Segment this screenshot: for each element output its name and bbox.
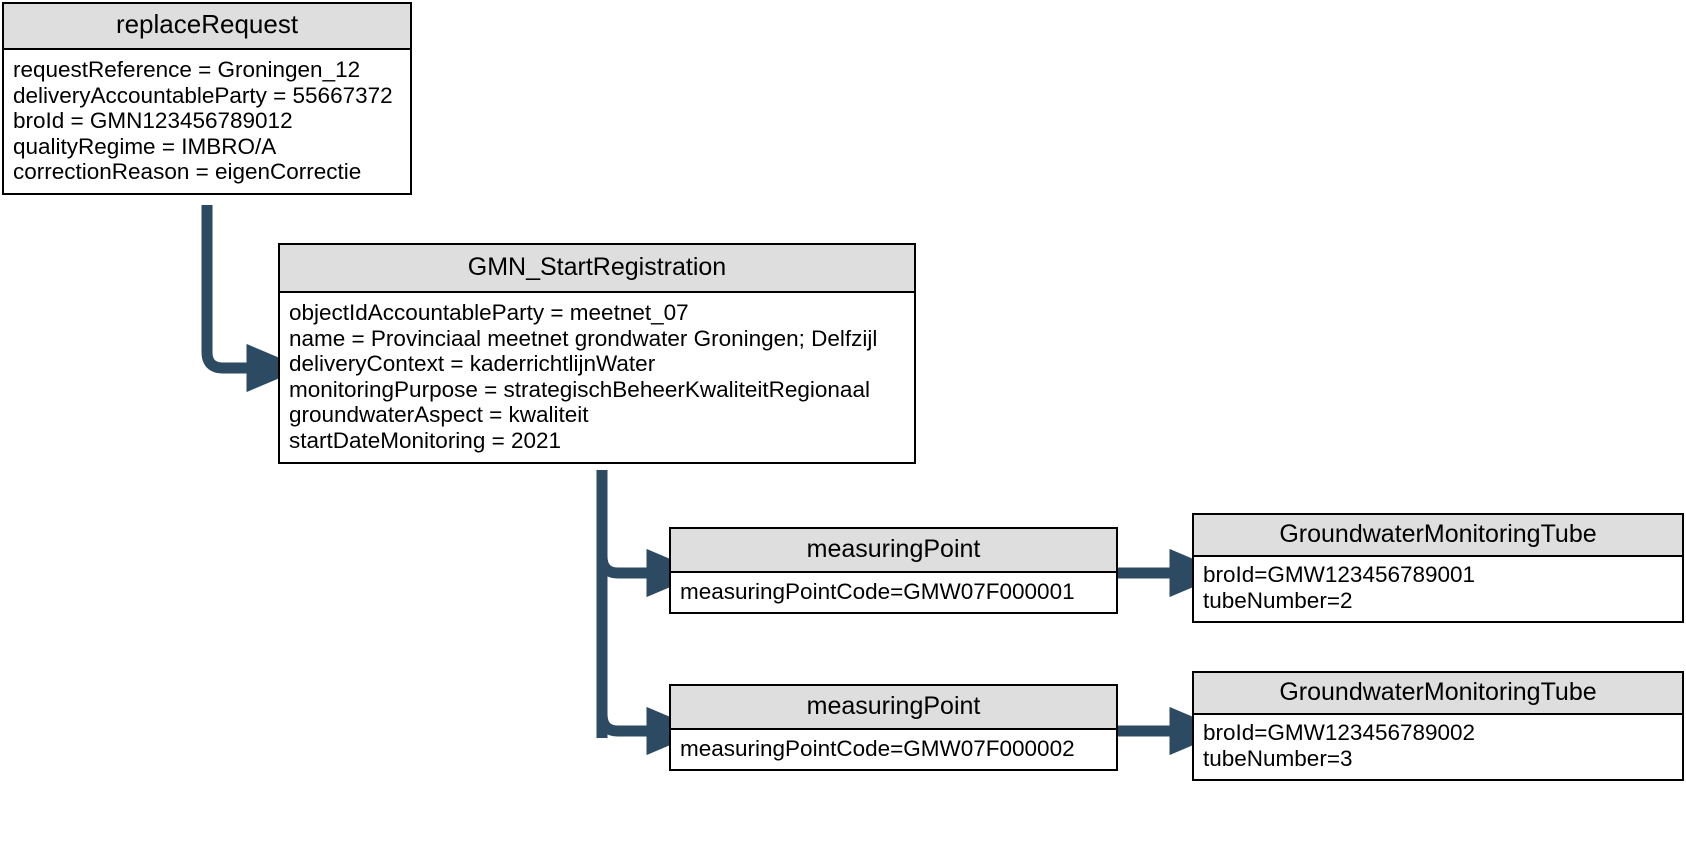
attribute-row: startDateMonitoring = 2021 bbox=[289, 427, 562, 453]
class-box-attributes: objectIdAccountableParty = meetnet_07 na… bbox=[280, 293, 914, 462]
class-box-title: measuringPoint bbox=[671, 686, 1116, 730]
attribute-row: tubeNumber=2 bbox=[1203, 587, 1353, 613]
class-box-replace-request[interactable]: replaceRequest requestReference = Gronin… bbox=[2, 2, 412, 196]
class-box-attributes: requestReference = Groningen_12 delivery… bbox=[4, 50, 410, 193]
connector-gmn-start-to-measuring-point-2 bbox=[596, 706, 704, 756]
class-box-attributes: broId=GMW123456789002 tubeNumber=3 bbox=[1194, 715, 1682, 779]
attribute-row: correctionReason = eigenCorrectie bbox=[13, 159, 362, 185]
class-box-groundwater-monitoring-tube-2[interactable]: GroundwaterMonitoringTube broId=GMW12345… bbox=[1192, 671, 1684, 782]
class-box-title: GroundwaterMonitoringTube bbox=[1194, 673, 1682, 715]
attribute-row: monitoringPurpose = strategischBeheerKwa… bbox=[289, 376, 870, 402]
attribute-row: deliveryContext = kaderrichtlijnWater bbox=[289, 351, 656, 377]
class-box-title: GMN_StartRegistration bbox=[280, 245, 914, 293]
class-box-attributes: measuringPointCode=GMW07F000002 bbox=[671, 730, 1116, 769]
connector-replace-request-to-gmn-start bbox=[201, 205, 304, 393]
attribute-row: deliveryAccountableParty = 55667372 bbox=[13, 82, 393, 108]
attribute-row: broId=GMW123456789001 bbox=[1203, 562, 1476, 587]
class-box-title: measuringPoint bbox=[671, 529, 1116, 573]
attribute-row: requestReference = Groningen_12 bbox=[13, 57, 361, 83]
class-box-attributes: broId=GMW123456789001 tubeNumber=2 bbox=[1194, 557, 1682, 621]
class-box-gmn-start-registration[interactable]: GMN_StartRegistration objectIdAccountabl… bbox=[278, 243, 916, 464]
attribute-row: measuringPointCode=GMW07F000001 bbox=[680, 579, 1075, 604]
class-box-attributes: measuringPointCode=GMW07F000001 bbox=[671, 573, 1116, 612]
class-box-groundwater-monitoring-tube-1[interactable]: GroundwaterMonitoringTube broId=GMW12345… bbox=[1192, 513, 1684, 624]
class-box-title: GroundwaterMonitoringTube bbox=[1194, 515, 1682, 557]
attribute-row: broId=GMW123456789002 bbox=[1203, 720, 1476, 745]
attribute-row: objectIdAccountableParty = meetnet_07 bbox=[289, 300, 689, 325]
attribute-row: qualityRegime = IMBRO/A bbox=[13, 133, 277, 159]
attribute-row: tubeNumber=3 bbox=[1203, 745, 1353, 771]
class-box-title: replaceRequest bbox=[4, 4, 410, 51]
class-box-measuring-point-2[interactable]: measuringPoint measuringPointCode=GMW07F… bbox=[669, 684, 1118, 771]
attribute-row: name = Provinciaal meetnet grondwater Gr… bbox=[289, 325, 878, 351]
class-box-measuring-point-1[interactable]: measuringPoint measuringPointCode=GMW07F… bbox=[669, 527, 1118, 614]
attribute-row: measuringPointCode=GMW07F000002 bbox=[680, 736, 1075, 761]
connector-gmn-start-to-measuring-point-1 bbox=[596, 548, 704, 598]
attribute-row: groundwaterAspect = kwaliteit bbox=[289, 402, 589, 428]
attribute-row: broId = GMN123456789012 bbox=[13, 108, 293, 134]
